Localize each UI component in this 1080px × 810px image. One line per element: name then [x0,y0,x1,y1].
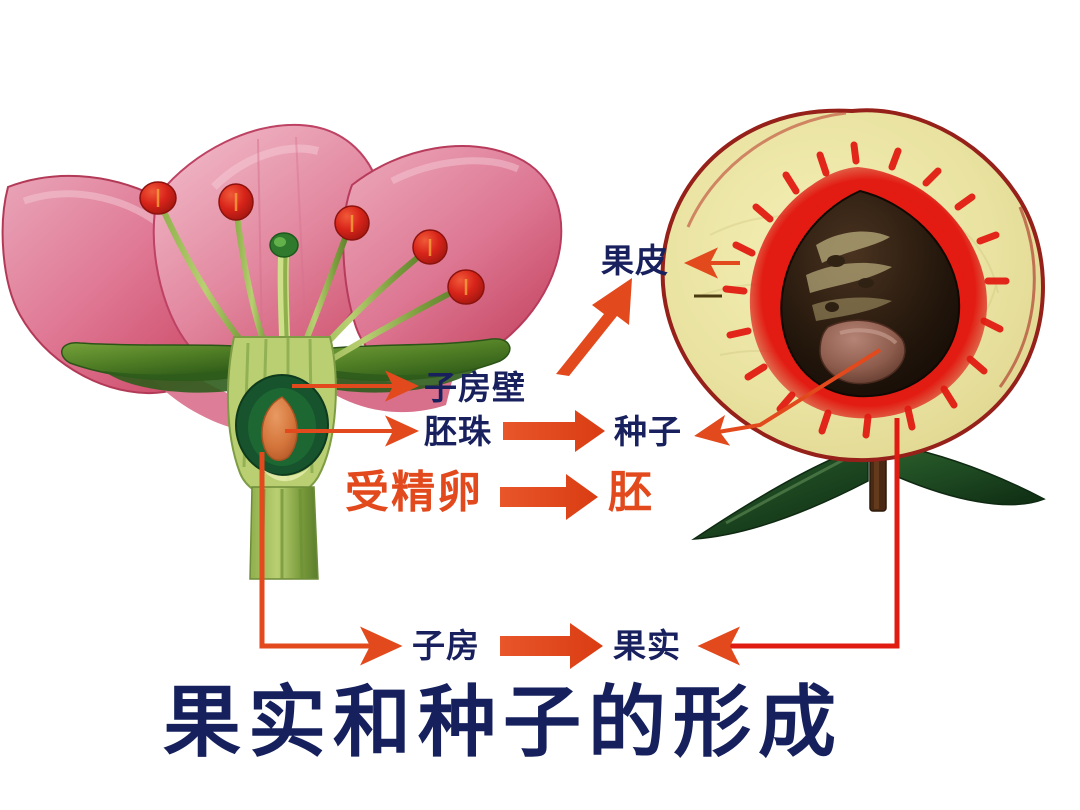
flower-ovary-region [226,336,337,580]
peach-fruit-illustration [640,95,1070,575]
label-seed: 种子 [614,412,682,451]
label-fruit: 果实 [613,626,681,665]
peach-blossom-illustration [0,75,575,585]
stamen-anthers [139,181,485,305]
label-embryo: 胚 [608,467,654,518]
page-title: 果实和种子的形成 [163,678,844,768]
pedicel [249,486,319,580]
label-ovule: 胚珠 [424,412,492,451]
label-fertilized-egg: 受精卵 [345,467,483,518]
flower-svg [1,123,563,580]
arrow-ovary-to-fruit [500,623,603,669]
label-ovary-wall: 子房壁 [424,368,526,407]
label-ovary: 子房 [412,626,480,665]
label-pericarp: 果皮 [601,241,669,280]
peach-svg [660,108,1046,540]
